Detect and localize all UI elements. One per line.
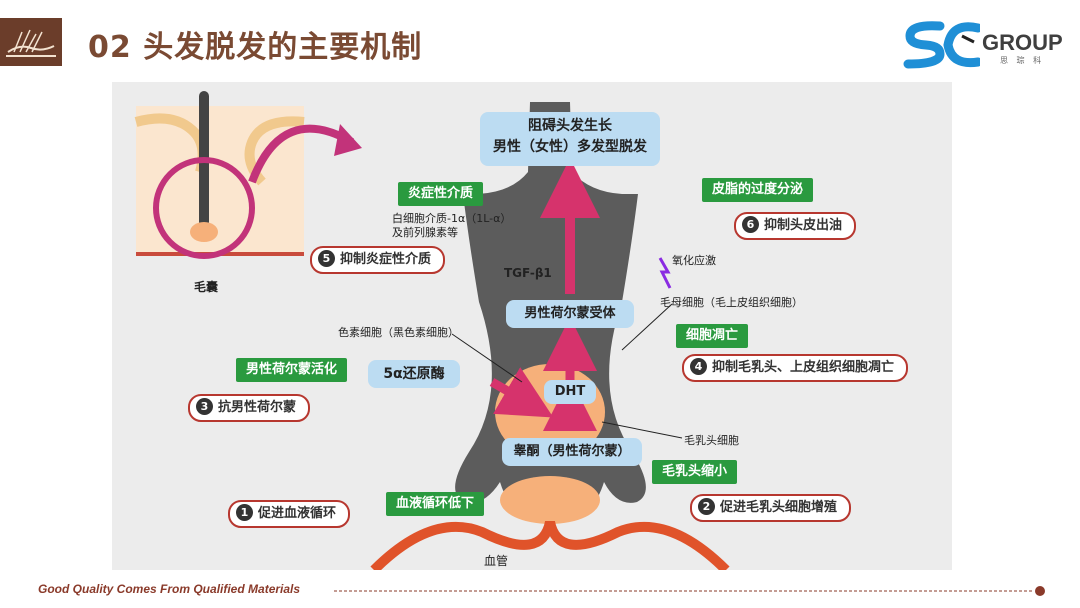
action-5-pill: 5 抑制炎症性介质 xyxy=(310,246,446,274)
company-logo-icon xyxy=(0,18,62,66)
blood-vessel xyxy=(370,520,730,570)
action-3-pill: 3 抗男性荷尔蒙 xyxy=(188,394,311,422)
keratinocyte-label: 毛母细胞（毛上皮组织细胞） xyxy=(660,296,803,309)
papilla-shrink-label: 毛乳头缩小 xyxy=(652,460,738,484)
action-6-number: 6 xyxy=(742,216,759,233)
dht-box: DHT xyxy=(544,380,596,404)
sc-logo-icon xyxy=(903,21,983,69)
action-5-number: 5 xyxy=(318,250,335,267)
inflammation-detail-2: 及前列腺素等 xyxy=(392,226,458,239)
papilla-cell-label: 毛乳头细胞 xyxy=(684,434,739,447)
apoptosis-label: 细胞凋亡 xyxy=(676,324,749,348)
outcome-line1: 阻碍头发生长 xyxy=(528,118,612,134)
action-6-pill: 6 抑制头皮出油 xyxy=(734,212,857,240)
action-2-text: 促进毛乳头细胞增殖 xyxy=(720,500,838,515)
action-1-text: 促进血液循环 xyxy=(258,506,337,521)
outcome-box: 阻碍头发生长 男性（女性）多发型脱发 xyxy=(480,112,660,166)
pointer-papilla-cell xyxy=(601,421,683,439)
follicle-label: 毛囊 xyxy=(194,280,219,294)
action-4-pill: 4 抑制毛乳头、上皮组织细胞凋亡 xyxy=(682,354,909,382)
diagram-panel: 毛囊 阻碍头发生长 男性（女性）多发型脱发 炎症性介质 白细胞介质-1α（1L-… xyxy=(112,82,952,570)
lightning-icon xyxy=(658,257,672,289)
action-1-pill: 1 促进血液循环 xyxy=(228,500,351,528)
footer-divider xyxy=(334,586,1045,596)
inflammation-detail-1: 白细胞介质-1α（1L-α） xyxy=(392,212,512,225)
receptor-box: 男性荷尔蒙受体 xyxy=(506,300,634,328)
brand-subtitle: 思 琮 科 xyxy=(1000,56,1045,65)
brand-logo xyxy=(900,18,1070,72)
action-2-number: 2 xyxy=(698,498,715,515)
follicle-illustration xyxy=(134,91,362,259)
action-1-number: 1 xyxy=(236,504,253,521)
oxidative-stress-label: 氧化应激 xyxy=(672,254,716,267)
melanocyte-label: 色素细胞（黑色素细胞） xyxy=(338,326,459,339)
pointer-keratinocyte xyxy=(621,303,673,351)
action-4-text: 抑制毛乳头、上皮组织细胞凋亡 xyxy=(712,360,895,375)
action-5-text: 抑制炎症性介质 xyxy=(340,252,432,267)
action-3-number: 3 xyxy=(196,398,213,415)
brand-name: GROUP xyxy=(982,30,1063,55)
tgf-label: TGF-β1 xyxy=(504,266,552,280)
reductase-box: 5α还原酶 xyxy=(368,360,460,388)
action-3-text: 抗男性荷尔蒙 xyxy=(218,400,297,415)
inflammation-label: 炎症性介质 xyxy=(398,182,484,206)
action-4-number: 4 xyxy=(690,358,707,375)
pointer-melanocyte xyxy=(451,333,523,383)
action-6-text: 抑制头皮出油 xyxy=(764,218,843,233)
footer-slogan: Good Quality Comes From Qualified Materi… xyxy=(38,582,301,596)
sebum-label: 皮脂的过度分泌 xyxy=(702,178,814,202)
page-title: 02 头发脱发的主要机制 xyxy=(88,30,423,65)
circulation-low-label: 血液循环低下 xyxy=(386,492,485,516)
arrow-reductase-to-dht xyxy=(489,367,554,418)
outcome-line2: 男性（女性）多发型脱发 xyxy=(493,139,647,155)
action-2-pill: 2 促进毛乳头细胞增殖 xyxy=(690,494,852,522)
vessel-label: 血管 xyxy=(484,554,509,568)
androgen-activation-label: 男性荷尔蒙活化 xyxy=(236,358,348,382)
testosterone-box: 睾酮（男性荷尔蒙） xyxy=(502,438,642,466)
